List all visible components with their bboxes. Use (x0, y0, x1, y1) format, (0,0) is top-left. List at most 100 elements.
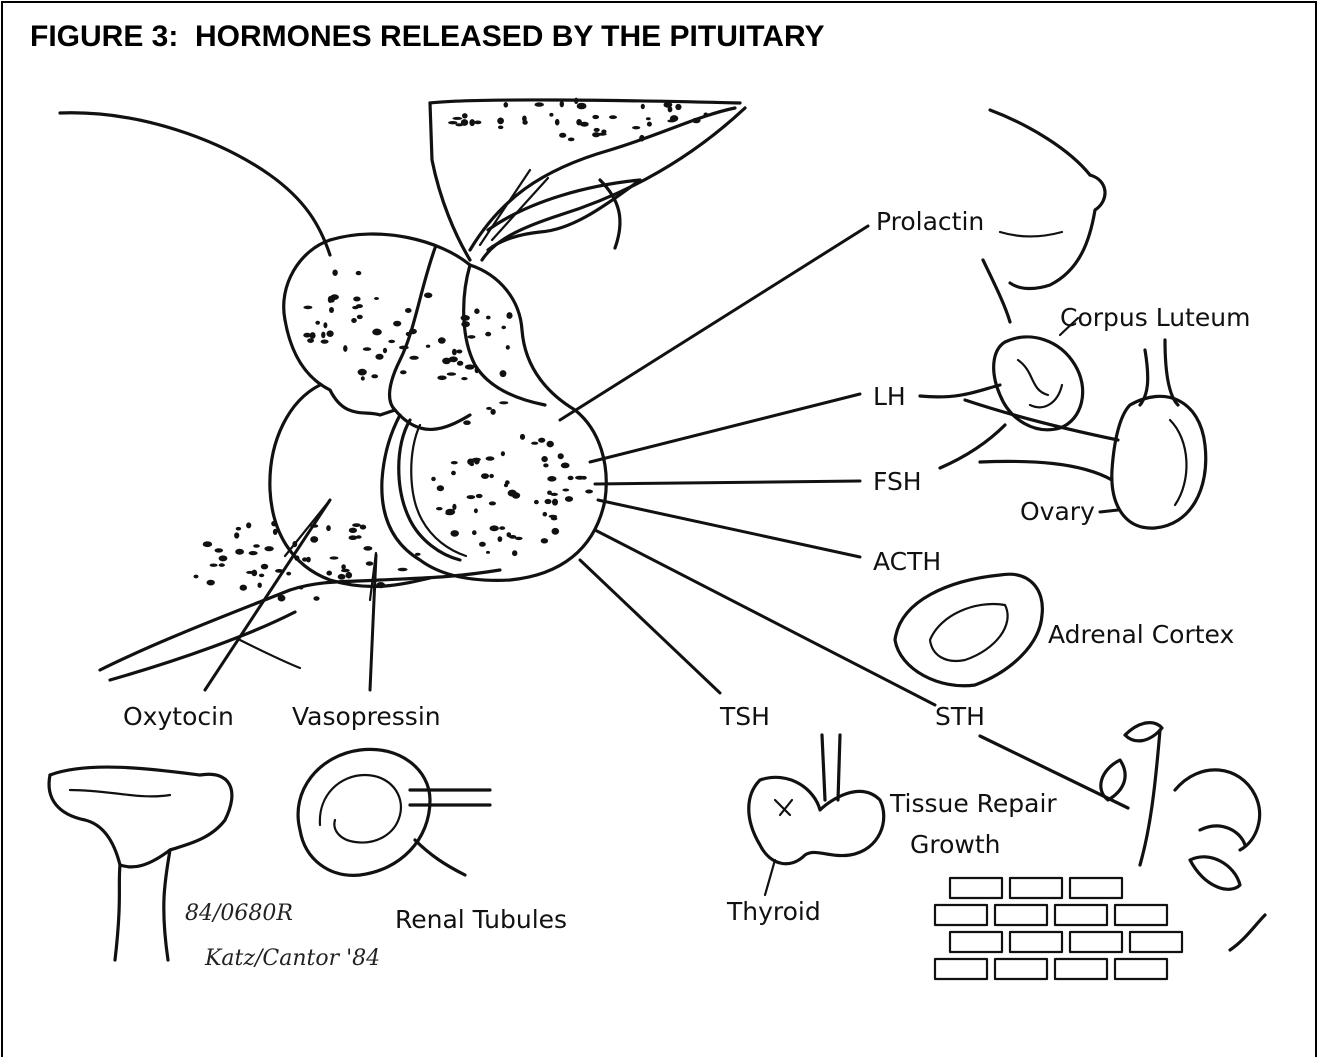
stipple-dot (363, 347, 371, 351)
stipple-dot (512, 550, 517, 556)
brick (1055, 959, 1107, 979)
stipple-dot (398, 568, 408, 571)
stipple-dot (271, 521, 277, 527)
stipple-dot (559, 133, 566, 138)
stipple-dot (552, 528, 560, 535)
stipple-dot (450, 530, 459, 537)
stipple-dot (467, 495, 476, 499)
tsh-leader (580, 560, 720, 693)
stipple-dot (465, 364, 475, 369)
ovary-label: Ovary (1020, 497, 1095, 526)
stipple-dot (349, 535, 358, 540)
stipple-dot (641, 104, 645, 109)
brick (1070, 878, 1122, 898)
pituitary-gland (100, 234, 606, 680)
stipple-dot (424, 293, 432, 299)
stipple-dot (409, 356, 418, 360)
optic-nerve-curve (60, 113, 330, 255)
stipple-dot (497, 118, 504, 125)
stipple-dot (313, 596, 319, 601)
stipple-dot (552, 499, 558, 506)
stipple-dot (500, 370, 507, 377)
stipple-dot (310, 536, 318, 543)
stipple-dot (249, 551, 258, 555)
stipple-dot (512, 492, 520, 498)
stipple-dot (647, 122, 652, 127)
stipple-dot (349, 528, 357, 533)
stipple-dot (366, 561, 373, 565)
stipple-dot (219, 555, 228, 561)
stipple-dot (639, 135, 644, 142)
stipple-dot (194, 575, 199, 579)
stipple-dot (405, 308, 412, 313)
stipple-dot (541, 538, 548, 543)
stipple-dot (383, 348, 387, 353)
stipple-dot (474, 308, 479, 314)
stipple-dot (499, 526, 505, 530)
stipple-dot (353, 297, 360, 302)
fsh-label: FSH (873, 467, 922, 496)
stipple-dot (361, 376, 365, 380)
stipple-dot (303, 306, 312, 310)
stipple-dot (490, 409, 495, 415)
stipple-dot (259, 574, 264, 578)
stipple-dot (555, 119, 560, 126)
stipple-dot (499, 401, 508, 404)
signature-code: 84/0680R (185, 901, 293, 926)
stipple-dot (236, 527, 241, 531)
adrenal-cortex-label: Adrenal Cortex (1048, 620, 1234, 649)
brick (995, 905, 1047, 925)
stipple-dot (437, 376, 446, 381)
stipple-dot (210, 564, 218, 567)
stipple-dot (585, 490, 593, 494)
tissue-repair-label: Tissue Repair (889, 789, 1057, 818)
stipple-dot (240, 585, 247, 591)
stipple-dot (592, 115, 599, 119)
stipple-dot (476, 494, 483, 498)
stipple-dot (576, 119, 582, 125)
stipple-dot (538, 438, 545, 443)
stipple-dot (461, 315, 470, 321)
uterus-illustration (49, 767, 232, 960)
stipple-dot (426, 345, 430, 348)
stipple-dot (452, 117, 462, 120)
stipple-dot (489, 474, 494, 478)
stipple-dot (330, 556, 339, 559)
stipple-dot (363, 546, 372, 551)
stipple-dot (468, 335, 476, 339)
gland-stippling (194, 98, 709, 602)
stipple-dot (505, 480, 510, 484)
stipple-dot (448, 121, 457, 124)
stipple-dot (561, 463, 570, 469)
stipple-dot (351, 318, 357, 323)
stipple-dot (321, 332, 325, 339)
stipple-dot (461, 321, 470, 327)
stipple-dot (246, 571, 254, 574)
stipple-dot (286, 572, 291, 576)
stipple-dot (215, 548, 224, 552)
stipple-dot (704, 113, 709, 117)
vasopressin-label: Vasopressin (292, 702, 441, 731)
stipple-dot (431, 477, 436, 481)
stipple-dot (294, 555, 299, 560)
stipple-dot (438, 337, 446, 343)
stipple-dot (278, 595, 286, 602)
stipple-dot (543, 512, 548, 517)
stipple-dot (664, 102, 673, 108)
renal-tubules-label: Renal Tubules (395, 905, 567, 934)
stipple-dot (547, 491, 552, 495)
stipple-dot (506, 312, 512, 319)
stipple-dot (568, 476, 574, 480)
stipple-dot (292, 541, 297, 547)
stipple-dot (264, 546, 273, 551)
stipple-dot (327, 330, 334, 337)
stipple-dot (462, 113, 468, 118)
stipple-dot (455, 123, 463, 126)
stipple-dot (581, 476, 586, 480)
stipple-dot (207, 580, 215, 586)
prolactin-label: Prolactin (876, 207, 984, 236)
brick (1115, 959, 1167, 979)
lh-label: LH (873, 382, 906, 411)
stipple-dot (406, 332, 411, 336)
stipple-dot (531, 442, 538, 445)
